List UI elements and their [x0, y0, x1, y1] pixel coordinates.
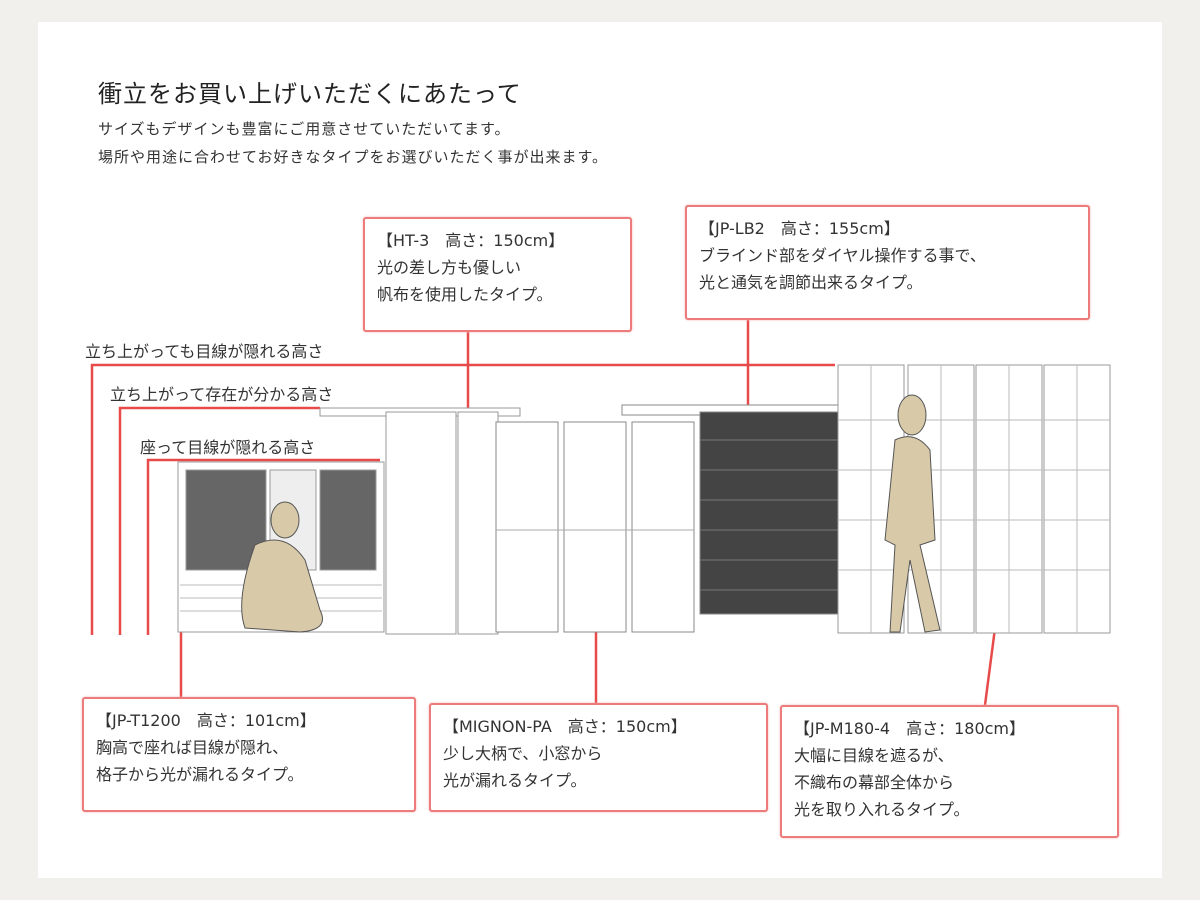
product-desc: 帆布を使用したタイプ。 [377, 285, 553, 304]
product-desc: 光の差し方も優しい [377, 258, 522, 277]
height-label-standing-visible: 立ち上がって存在が分かる高さ [110, 385, 334, 404]
product-desc: 胸高で座れば目線が隠れ、 [96, 738, 289, 757]
product-desc: 大幅に目線を遮るが、 [794, 746, 954, 765]
product-heading: 【MIGNON-PA 高さ：150cm】 [443, 717, 687, 736]
height-label-standing-hidden: 立ち上がっても目線が隠れる高さ [85, 342, 324, 361]
crouching-person-figure [241, 501, 323, 633]
ht-3-screen [319, 407, 521, 635]
page-title: 衝立をお買い上げいただくにあたって [98, 80, 522, 108]
product-card-jp-t1200: 【JP-T1200 高さ：101cm】 胸高で座れば目線が隠れ、 格子から光が漏… [82, 697, 416, 812]
product-desc: 光を取り入れるタイプ。 [794, 800, 970, 819]
product-card-jp-lb2: 【JP-LB2 高さ：155cm】 ブラインド部をダイヤル操作する事で、 光と通… [685, 205, 1090, 320]
subtitle-line-2: 場所や用途に合わせてお好きなタイプをお選びいただく事が出来ます。 [98, 148, 609, 166]
product-card-ht-3: 【HT-3 高さ：150cm】 光の差し方も優しい 帆布を使用したタイプ。 [363, 217, 632, 332]
mignon-pa-screen [495, 421, 695, 633]
product-card-mignon-pa: 【MIGNON-PA 高さ：150cm】 少し大柄で、小窓から 光が漏れるタイプ… [429, 703, 768, 812]
product-heading: 【JP-M180-4 高さ：180cm】 [794, 719, 1026, 738]
product-desc: 光が漏れるタイプ。 [443, 771, 587, 790]
product-desc: 少し大柄で、小窓から [443, 744, 603, 763]
product-heading: 【HT-3 高さ：150cm】 [377, 231, 565, 250]
jp-m180-4-screen [837, 364, 1111, 634]
product-heading: 【JP-T1200 高さ：101cm】 [96, 711, 316, 730]
product-heading: 【JP-LB2 高さ：155cm】 [699, 219, 900, 238]
product-desc: 不織布の幕部全体から [794, 773, 955, 792]
product-card-jp-m180-4: 【JP-M180-4 高さ：180cm】 大幅に目線を遮るが、 不織布の幕部全体… [780, 705, 1119, 838]
height-label-seated-hidden: 座って目線が隠れる高さ [140, 438, 316, 457]
subtitle-line-1: サイズもデザインも豊富にご用意させていただいてます。 [98, 120, 511, 138]
standing-person-figure [884, 394, 941, 633]
product-desc: ブラインド部をダイヤル操作する事で、 [699, 246, 986, 265]
product-desc: 光と通気を調節出来るタイプ。 [699, 273, 923, 292]
product-desc: 格子から光が漏れるタイプ。 [96, 765, 304, 784]
